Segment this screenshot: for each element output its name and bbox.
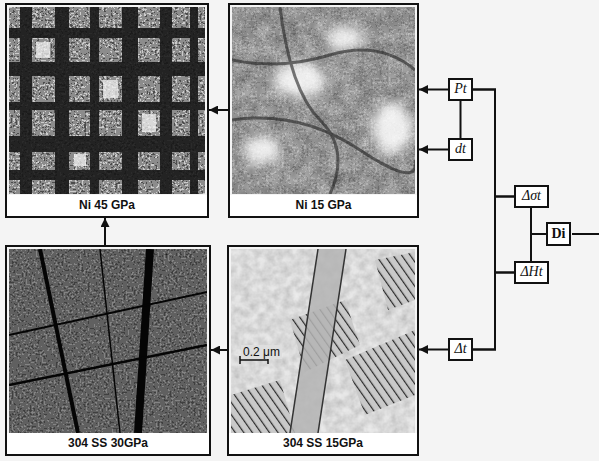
quantity-box: Δσt — [514, 185, 549, 208]
connector — [460, 101, 462, 138]
mottled-ground — [232, 7, 415, 194]
quantity-symbol: Δσt — [522, 188, 541, 204]
micrograph-panel: Ni 45 GPa — [5, 3, 209, 218]
caption-text: Ni 45 GPa — [79, 199, 135, 213]
quantity-box: Pt — [448, 78, 473, 101]
band-edges — [290, 249, 346, 433]
quantity-box: dt — [448, 138, 473, 161]
connector — [473, 90, 514, 197]
caption-text: 304 SS 15GPa — [283, 437, 363, 451]
caption-text: 304 SS 30GPa — [68, 437, 148, 451]
ni-45-micrograph — [9, 7, 205, 194]
micrograph-panel: 304 SS 15GPa 0.2 μm — [227, 245, 419, 456]
connector — [104, 218, 106, 245]
connector — [419, 89, 448, 91]
panel-caption: 304 SS 30GPa — [7, 433, 209, 454]
quantity-box: Δt — [448, 338, 473, 361]
connector — [531, 234, 546, 261]
connector — [419, 349, 448, 351]
shear-bands — [9, 249, 207, 433]
scale-label: 0.2 μm — [241, 345, 282, 359]
quantity-symbol: Pt — [454, 81, 466, 97]
panel-caption: 304 SS 15GPa — [229, 433, 417, 454]
light-ground — [231, 249, 415, 433]
connector — [209, 109, 228, 111]
crossing-band — [290, 249, 346, 433]
micrograph-panel: Ni 15 GPa — [228, 3, 419, 218]
panel-caption: Ni 45 GPa — [7, 195, 207, 216]
speckle-ground — [9, 7, 205, 194]
quantity-symbol: Δt — [454, 341, 466, 357]
label-holder: 0.2 μm — [241, 342, 282, 360]
caption-text: Ni 15 GPa — [295, 199, 351, 213]
speckle-overlay — [232, 7, 415, 194]
ni-15-micrograph — [232, 7, 415, 194]
connector — [419, 149, 448, 151]
connector — [473, 90, 514, 273]
quantity-symbol: Di — [552, 226, 566, 242]
connector — [473, 197, 514, 350]
quantity-symbol: ΔHt — [520, 264, 542, 280]
cell-walls — [232, 7, 415, 194]
connector — [531, 208, 546, 234]
dislocation-bands — [9, 7, 205, 194]
connector — [473, 273, 514, 350]
input-line — [572, 233, 599, 235]
speckle-ground — [9, 249, 207, 433]
micrograph-panel: 304 SS 30GPa — [5, 245, 211, 456]
connector — [211, 349, 227, 351]
ss-30-micrograph — [9, 249, 207, 433]
quantity-symbol: dt — [455, 141, 466, 157]
ss-15-micrograph — [231, 249, 415, 433]
quantity-box: Di — [546, 222, 571, 246]
bright-patches — [244, 26, 412, 164]
bright-cells — [36, 42, 156, 166]
quantity-box: ΔHt — [514, 261, 549, 284]
panel-caption: Ni 15 GPa — [230, 195, 417, 216]
